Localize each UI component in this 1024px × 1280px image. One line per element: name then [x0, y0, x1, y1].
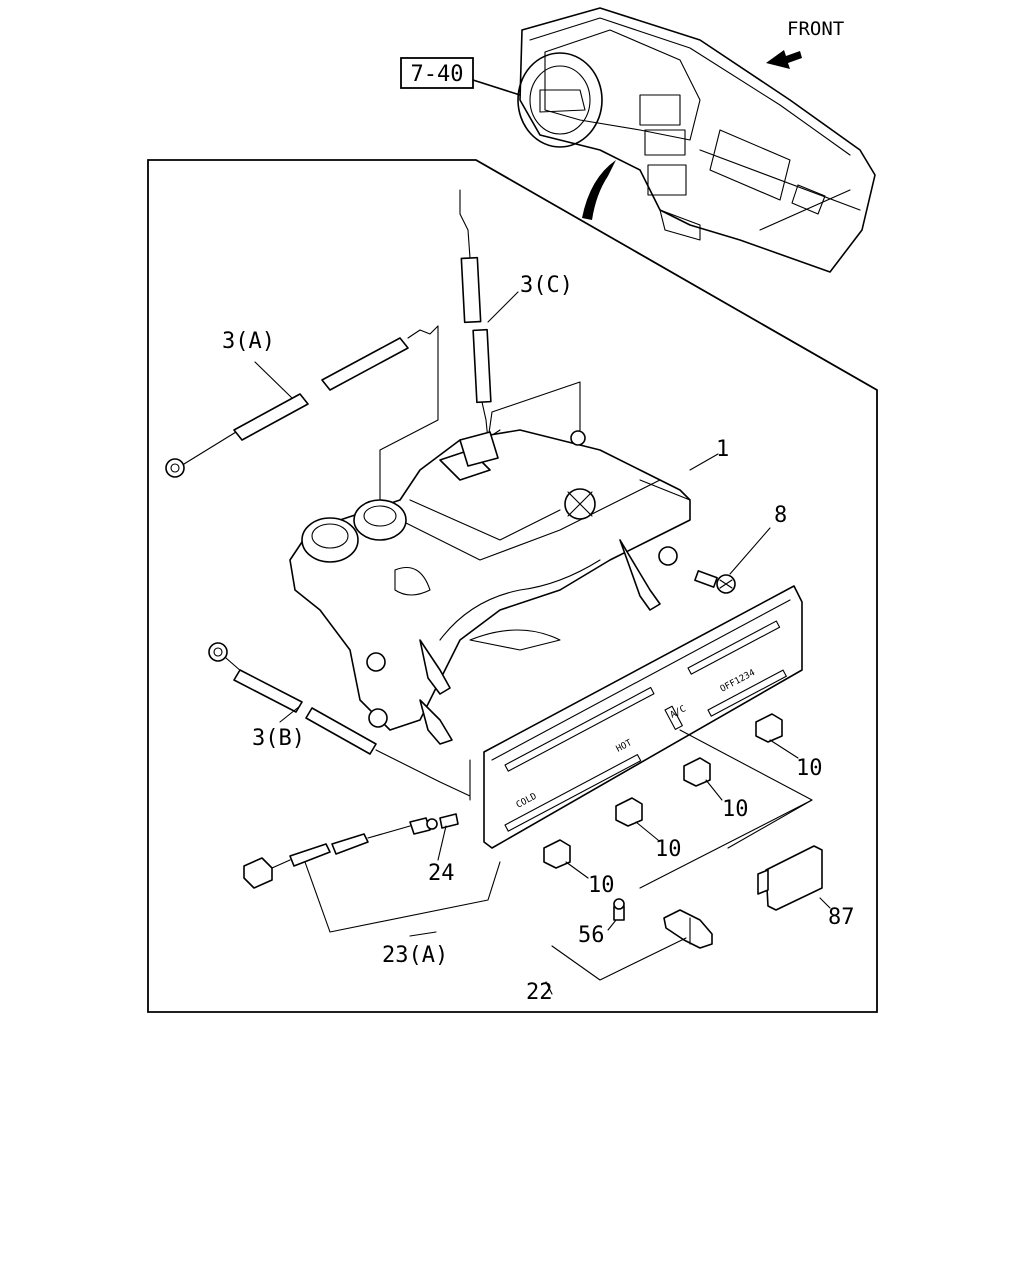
callout-3a: 3(A): [222, 329, 275, 354]
bulb-24: [439, 813, 459, 829]
callout-8: 8: [774, 503, 787, 528]
callout-10-right: 10: [796, 756, 823, 781]
reference-box: 7-40: [400, 57, 521, 96]
callout-3b: 3(B): [252, 726, 305, 751]
control-panel: COLD HOT A/C OFF1234: [483, 585, 803, 849]
cover-87: [757, 845, 823, 911]
inset-pointer: [582, 160, 616, 220]
leader-lines: [254, 291, 831, 995]
callout-23a: 23(A): [382, 943, 448, 968]
cable-3c: [459, 189, 581, 441]
callout-87: 87: [828, 905, 855, 930]
knobs-10: [543, 713, 783, 869]
harness-23a: [243, 817, 438, 889]
dashboard-inset: [517, 7, 876, 273]
callout-24: 24: [428, 861, 455, 886]
callout-10-middle: 10: [655, 837, 682, 862]
front-arrow-icon: [766, 50, 802, 69]
reference-label: 7-40: [411, 62, 464, 87]
callout-56: 56: [578, 923, 605, 948]
front-indicator: FRONT: [766, 18, 844, 69]
callout-1: 1: [716, 437, 729, 462]
switch-22: [663, 909, 713, 949]
callout-3c: 3(C): [520, 273, 573, 298]
control-assembly: [289, 429, 691, 745]
cable-3a: [165, 325, 439, 601]
front-label: FRONT: [787, 18, 844, 40]
callout-10-upper: 10: [722, 797, 749, 822]
callout-10-lower: 10: [588, 873, 615, 898]
screw-8: [694, 570, 736, 594]
callout-22: 22: [526, 980, 553, 1005]
view-frame: [147, 159, 878, 1013]
cable-3b: [208, 642, 471, 801]
bulb-56: [613, 898, 625, 921]
